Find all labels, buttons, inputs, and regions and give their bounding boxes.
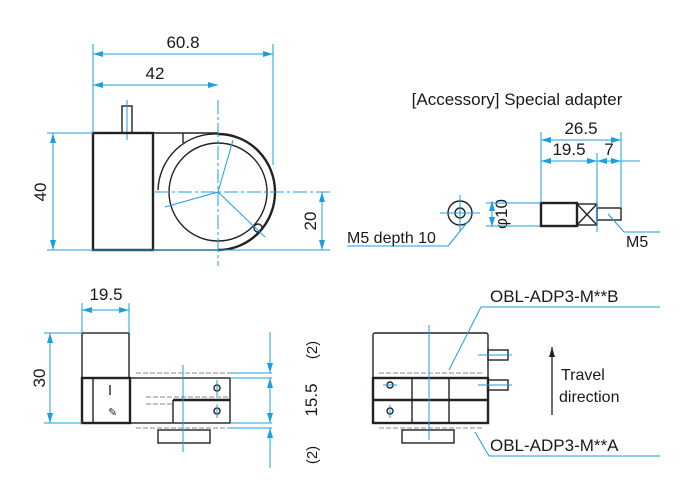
accessory-adapter: [Accessory] Special adapter M5 depth 10 … bbox=[347, 90, 660, 251]
thread-label: M5 bbox=[626, 234, 648, 251]
adapter-body bbox=[539, 201, 579, 228]
adapter-thread bbox=[596, 207, 622, 221]
dim-thread-length: 7 bbox=[604, 140, 613, 159]
dim-overall-width: 60.8 bbox=[166, 33, 199, 52]
dim-height: 40 bbox=[31, 183, 50, 202]
dim-block-width: 19.5 bbox=[89, 285, 122, 304]
dim-gap-bottom: (2) bbox=[304, 446, 321, 464]
accessory-title: [Accessory] Special adapter bbox=[412, 90, 623, 109]
top-view: 60.8 42 40 20 bbox=[31, 33, 330, 266]
dim-total-length: 26.5 bbox=[564, 119, 597, 138]
dim-center-height: 20 bbox=[301, 212, 320, 231]
dim-height-30: 30 bbox=[30, 369, 49, 388]
label-adapter-b: OBL-ADP3-M**B bbox=[490, 287, 618, 306]
front-view: OBL-ADP3-M**B OBL-ADP3-M**A Travel direc… bbox=[371, 287, 660, 457]
travel-label-line1: Travel bbox=[561, 367, 605, 384]
travel-label-line2: direction bbox=[559, 389, 619, 406]
dim-stage: 15.5 bbox=[302, 383, 321, 416]
label-adapter-a: OBL-ADP3-M**A bbox=[490, 436, 619, 455]
dim-diameter: φ10 bbox=[492, 199, 511, 229]
front-motor bbox=[372, 332, 489, 379]
dim-body-length: 19.5 bbox=[552, 140, 585, 159]
hole-label: M5 depth 10 bbox=[347, 230, 436, 247]
dim-center-offset: 42 bbox=[146, 64, 165, 83]
motor-block bbox=[81, 332, 130, 379]
label-glyph-icon: ✎ bbox=[108, 407, 117, 419]
body-block bbox=[91, 131, 155, 252]
side-view: ✎ 19.5 30 (2) 15.5 (2) bbox=[30, 285, 321, 468]
dim-gap-top: (2) bbox=[304, 341, 321, 359]
